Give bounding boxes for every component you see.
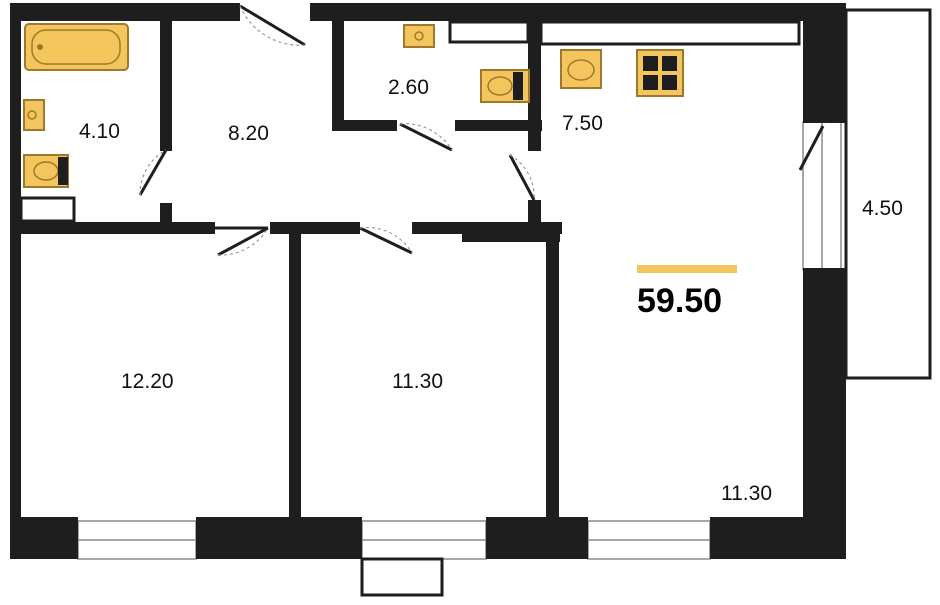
room-area-bedroom-left: 12.20	[121, 370, 174, 393]
room-area-balcony: 4.50	[862, 197, 903, 220]
room-area-kitchen: 7.50	[562, 112, 603, 135]
stove-icon	[636, 49, 684, 97]
door-swing-arcs	[139, 5, 535, 256]
balcony	[844, 8, 932, 380]
sink-icon	[23, 24, 602, 131]
room-area-toilet: 2.60	[388, 76, 429, 99]
walls	[10, 3, 846, 559]
room-area-living-room: 11.30	[721, 482, 772, 505]
total-area-accent-bar	[637, 265, 737, 273]
toilet-icon	[23, 69, 530, 188]
room-area-bathroom: 4.10	[79, 120, 120, 143]
entrance-bay	[360, 557, 444, 597]
room-area-bedroom-middle: 11.30	[392, 370, 443, 393]
bathtub-icon	[24, 23, 129, 71]
door-swing-icon	[138, 4, 825, 257]
room-area-hallway: 8.20	[228, 122, 269, 145]
total-area: 59.50	[637, 282, 723, 320]
